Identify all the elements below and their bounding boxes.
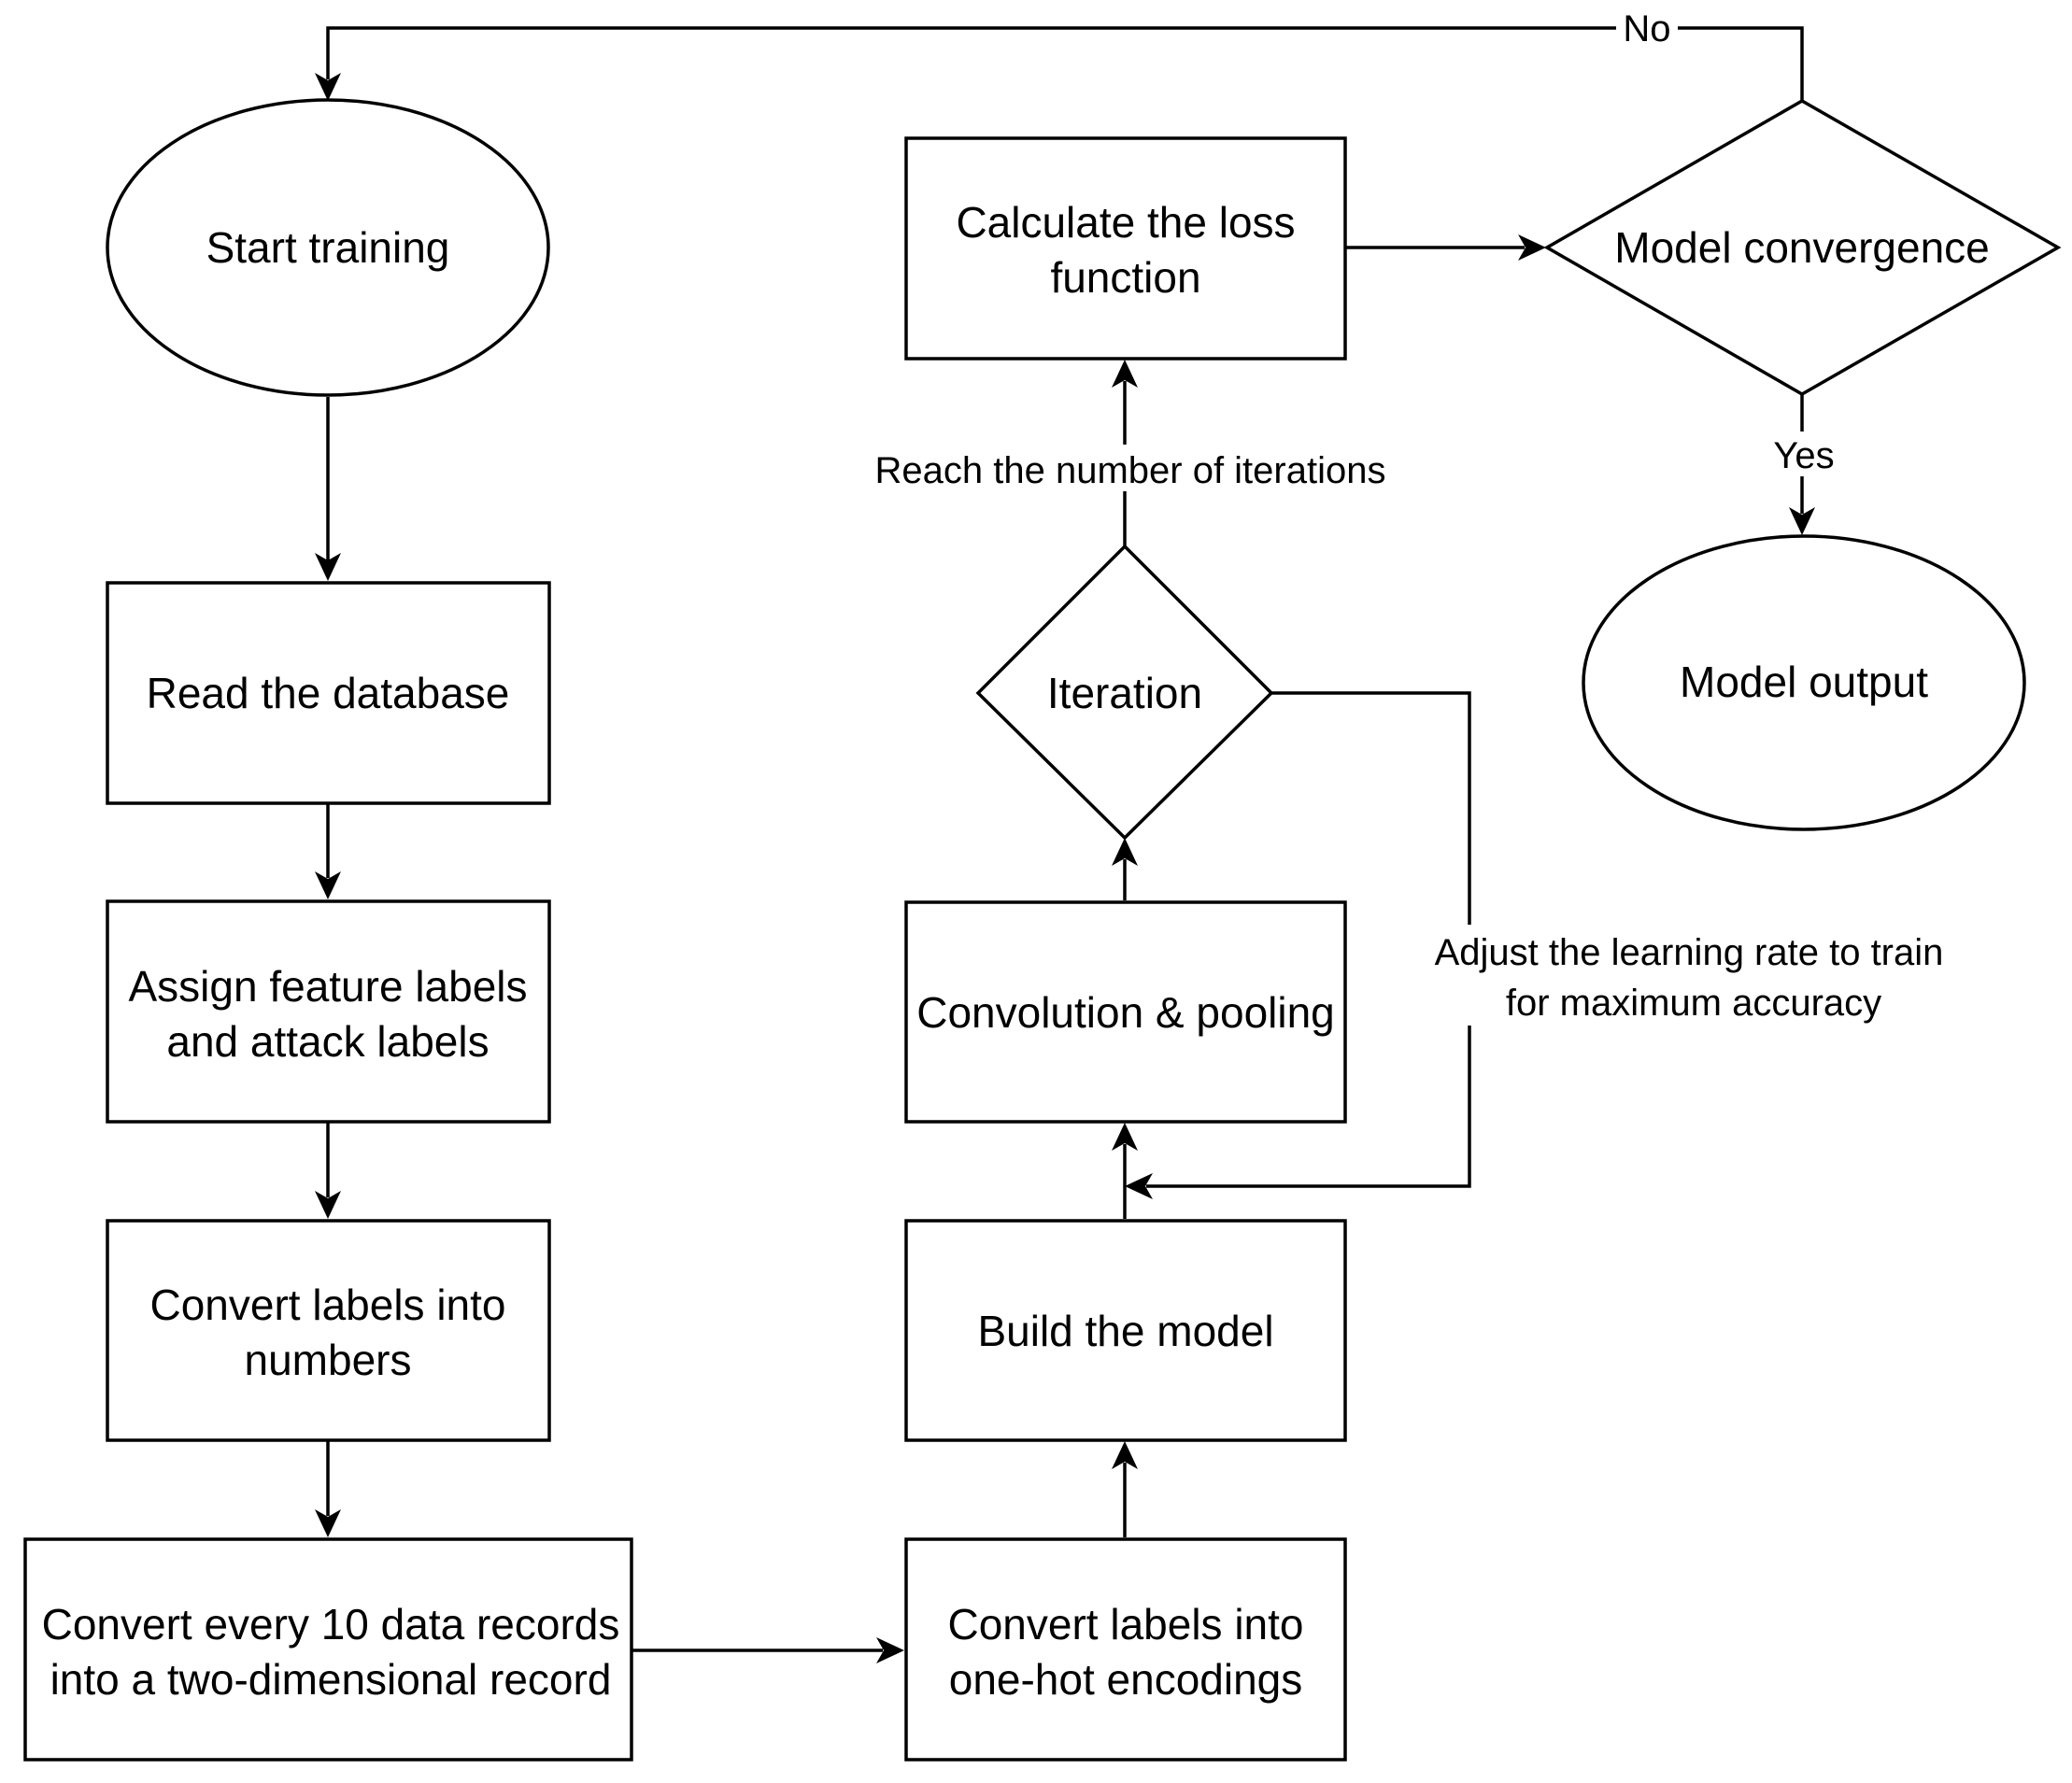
node-assign-labels: Assign feature labels and attack labels	[106, 899, 551, 1124]
node-read-database: Read the database	[106, 581, 551, 805]
node-calculate-loss: Calculate the loss function	[904, 136, 1347, 361]
node-iteration: Iteration	[975, 544, 1274, 841]
edge-label-adjust-learning-rate: Adjust the learning rate to train for ma…	[1412, 925, 1967, 1026]
svg-text:No: No	[1623, 8, 1670, 50]
edge-label-yes: Yes	[1769, 432, 1837, 476]
edge-convergence-no	[315, 26, 1804, 101]
svg-text:Build the model: Build the model	[977, 1307, 1273, 1355]
node-convolution-pooling: Convolution & pooling	[904, 900, 1347, 1124]
edge-build-to-conv	[1112, 1123, 1138, 1219]
svg-text:Convert labels into: Convert labels into	[150, 1281, 506, 1329]
edge-label-reach-iterations: Reach the number of iterations	[852, 445, 1409, 491]
svg-text:function: function	[1050, 253, 1200, 302]
edge-conv-to-iteration	[1112, 838, 1138, 900]
edge-start-to-read	[315, 397, 341, 581]
svg-text:numbers: numbers	[245, 1336, 412, 1384]
svg-text:Assign feature labels: Assign feature labels	[128, 962, 527, 1011]
svg-text:Iteration: Iteration	[1047, 669, 1202, 717]
node-start-training: Start training	[106, 98, 550, 397]
node-convert-labels-numbers: Convert labels into numbers	[106, 1219, 551, 1442]
edge-one-hot-to-build	[1112, 1441, 1138, 1537]
edge-loss-to-convergence	[1345, 234, 1546, 261]
svg-text:Convert labels into: Convert labels into	[948, 1600, 1304, 1649]
svg-text:into a two-dimensional record: into a two-dimensional record	[50, 1655, 612, 1704]
svg-text:Adjust the learning rate to tr: Adjust the learning rate to train	[1435, 932, 1944, 973]
svg-text:Model convergence: Model convergence	[1614, 223, 1989, 272]
svg-text:Yes: Yes	[1773, 435, 1834, 476]
edge-label-no: No	[1616, 8, 1678, 50]
svg-text:Model output: Model output	[1680, 658, 1928, 706]
node-one-hot: Convert labels into one-hot encodings	[904, 1537, 1347, 1762]
svg-text:Read the database: Read the database	[147, 669, 510, 717]
svg-text:Convert every 10 data records: Convert every 10 data records	[42, 1600, 620, 1649]
node-build-model: Build the model	[904, 1219, 1347, 1442]
svg-text:and attack labels: and attack labels	[166, 1017, 489, 1066]
edge-read-to-assign	[315, 803, 341, 899]
svg-text:Convolution & pooling: Convolution & pooling	[916, 988, 1335, 1037]
edge-convert-numbers-to-records	[315, 1440, 341, 1537]
svg-text:one-hot encodings: one-hot encodings	[949, 1655, 1303, 1704]
node-model-convergence: Model convergence	[1543, 98, 2062, 397]
svg-text:Reach the number of iterations: Reach the number of iterations	[875, 450, 1386, 491]
node-convert-records: Convert every 10 data records into a two…	[23, 1537, 633, 1762]
svg-text:for maximum accuracy: for maximum accuracy	[1506, 983, 1881, 1024]
edge-assign-to-convert-numbers	[315, 1122, 341, 1219]
node-model-output: Model output	[1582, 534, 2026, 831]
edge-records-to-one-hot	[632, 1637, 904, 1663]
svg-text:Start training: Start training	[206, 223, 450, 272]
svg-text:Calculate the loss: Calculate the loss	[956, 198, 1295, 247]
